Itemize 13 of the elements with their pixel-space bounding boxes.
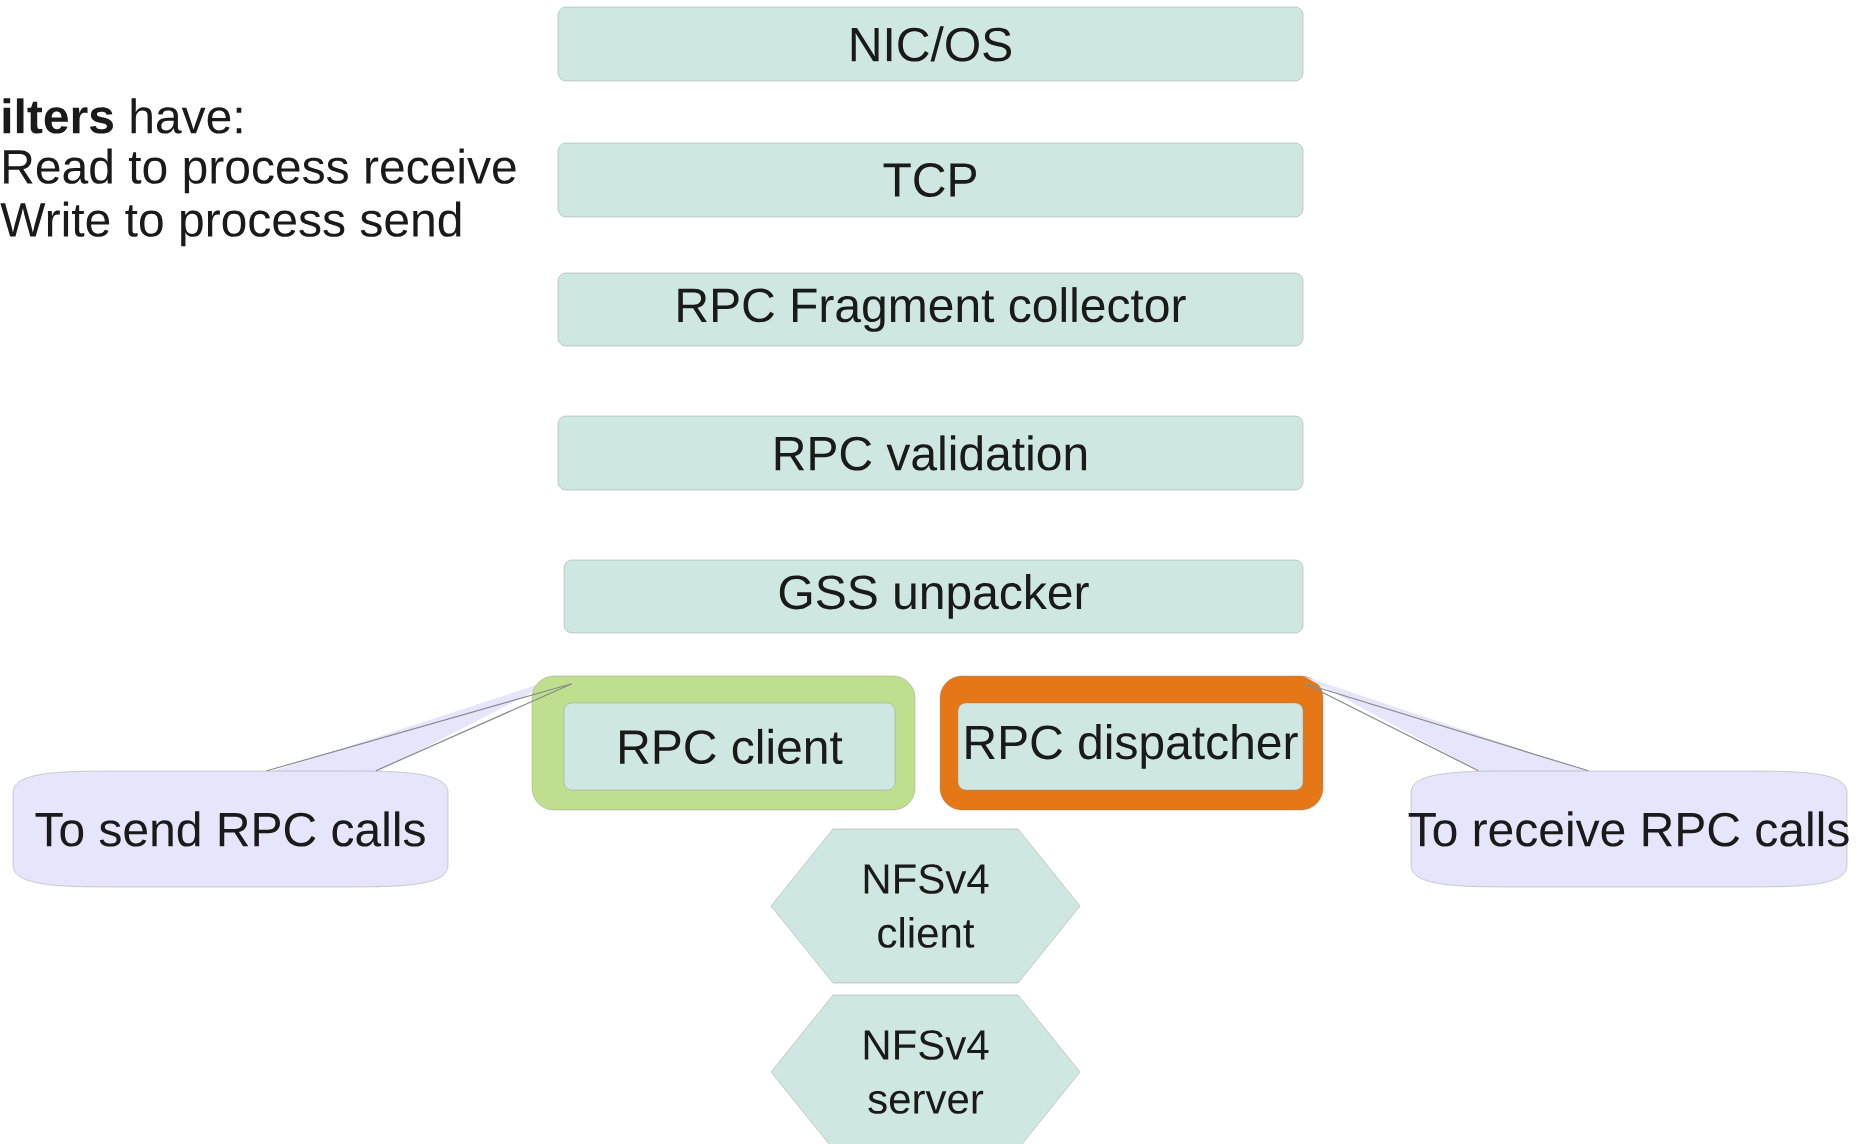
note-text: Write to process send bbox=[0, 201, 461, 247]
note-text: Read to process receive bbox=[4, 148, 516, 194]
process-box: RPC client bbox=[563, 702, 896, 791]
process-box: RPC dispatcher bbox=[957, 702, 1304, 791]
note-text: ilters have: bbox=[3, 98, 242, 134]
process-box: GSS unpacker bbox=[563, 559, 1304, 634]
process-box: TCP bbox=[557, 142, 1304, 218]
speech-bubble: To send RPC calls bbox=[12, 676, 564, 888]
process-box: RPC validation bbox=[557, 415, 1304, 491]
process-box: NIC/OS bbox=[557, 6, 1304, 82]
speech-bubble: To receive RPC calls bbox=[1303, 676, 1849, 888]
speech-bubble-tail bbox=[1304, 683, 1589, 772]
process-box: RPC Fragment collector bbox=[557, 272, 1304, 347]
